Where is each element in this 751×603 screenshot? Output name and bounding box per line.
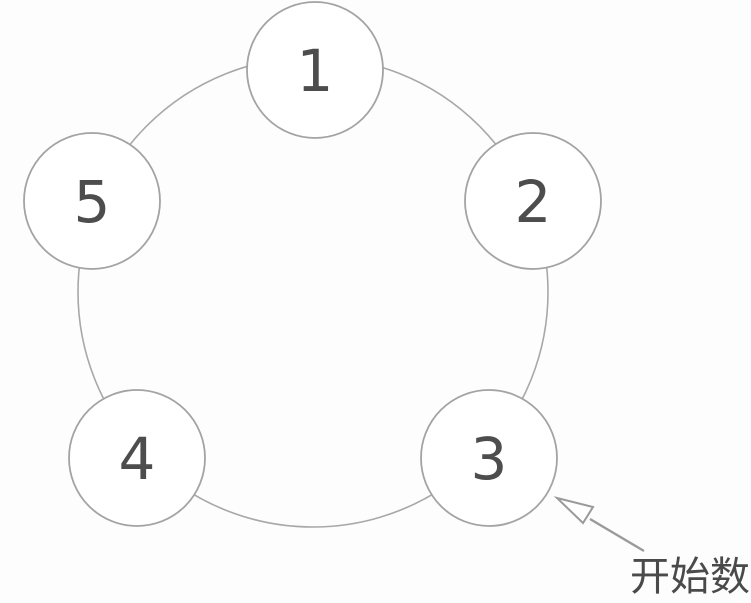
node-3-label: 3 (471, 425, 508, 493)
node-5-circle (23, 132, 161, 270)
arrow-head-icon (553, 496, 595, 525)
node-4: 4 (68, 389, 206, 527)
node-2-circle (464, 132, 602, 270)
node-5: 5 (23, 132, 161, 270)
annotation-label: 开始数 (630, 554, 750, 600)
nodes-layer: 1 2 3 4 5 (23, 1, 602, 527)
node-1: 1 (246, 1, 384, 139)
node-1-label: 1 (297, 37, 334, 105)
node-3: 3 (420, 389, 558, 527)
start-arrow (553, 496, 645, 553)
node-2: 2 (464, 132, 602, 270)
arrow-shaft (589, 517, 645, 553)
node-2-label: 2 (515, 168, 552, 236)
node-1-circle (246, 1, 384, 139)
node-4-label: 4 (119, 425, 156, 493)
node-4-circle (68, 389, 206, 527)
node-5-label: 5 (74, 168, 111, 236)
node-3-circle (420, 389, 558, 527)
